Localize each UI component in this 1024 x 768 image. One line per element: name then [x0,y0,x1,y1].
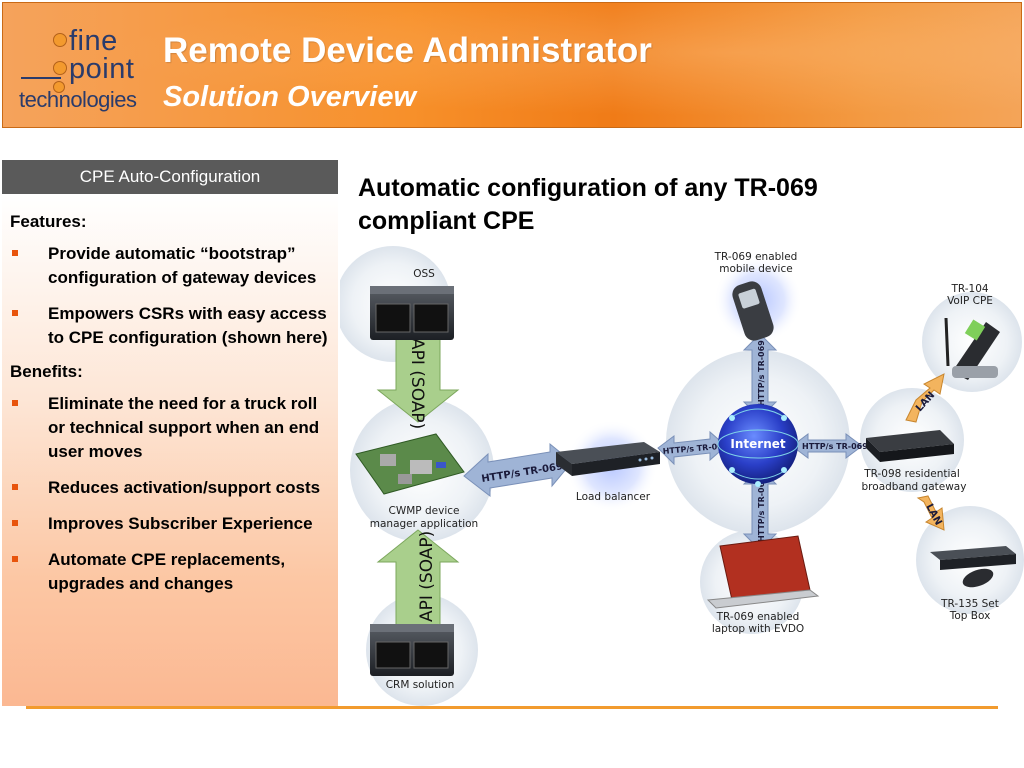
load-balancer-label: Load balancer [576,491,651,503]
logo-word-fine: fine [69,25,118,57]
http-arrow-internet-gateway: HTTP/s TR-069 [791,433,868,459]
http-label-gateway: HTTP/s TR-069 [802,442,868,451]
api-label-top: API (SOAP) [407,338,427,429]
voip-label-line1: TR-104 [950,283,988,295]
crm-label: CRM solution [386,679,455,691]
stb-label-line2: Top Box [949,610,991,622]
header-glow [3,3,1021,127]
laptop-label-line2: laptop with EVDO [712,623,804,635]
http-label-laptop: HTTP/s TR-069 [757,476,766,542]
http-arrow-lb-internet: HTTP/s TR-069 [657,430,729,466]
mobile-label-line2: mobile device [719,263,792,275]
api-label-bottom: API (SOAP) [417,531,437,622]
feature-item: Empowers CSRs with easy access to CPE co… [10,302,336,350]
internet-label: Internet [730,437,785,451]
laptop-icon [706,535,820,609]
cwmp-label-line1: CWMP device [389,505,460,517]
page-subtitle: Solution Overview [163,81,416,113]
sidebar-panel [2,194,338,706]
logo-line [21,77,61,79]
logo-dot [53,33,67,47]
cwmp-label-line2: manager application [370,518,478,530]
benefit-item: Automate CPE replacements, upgrades and … [10,548,336,596]
load-balancer-icon [556,442,660,476]
logo-dot [53,61,67,75]
logo-word-technologies: technologies [19,87,137,112]
crm-server-icon [370,624,454,676]
sidebar-content: Features: Provide automatic “bootstrap” … [10,212,336,608]
benefit-item: Eliminate the need for a truck roll or t… [10,392,336,464]
voip-phone-icon [944,317,1000,380]
benefit-item: Improves Subscriber Experience [10,512,336,536]
api-arrow-top: API (SOAP) [376,331,460,429]
gateway-label-line1: TR-098 residential [863,468,960,480]
sidebar-heading: CPE Auto-Configuration [2,160,338,194]
cwmp-board-icon [355,433,465,495]
oss-server-icon [370,286,454,340]
company-logo: fine point technologies [17,23,147,115]
network-diagram: API (SOAP) API (SOAP) HTTP/s TR-069 HTTP… [340,246,1024,706]
oss-label: OSS [413,268,435,280]
features-label: Features: [10,212,87,231]
benefits-label: Benefits: [10,362,83,381]
diagram-title: Automatic configuration of any TR-069 co… [358,174,818,235]
mobile-phone-icon [732,281,774,341]
mobile-label-line1: TR-069 enabled [714,251,798,263]
logo-dot [53,81,65,93]
page-title: Remote Device Administrator [163,31,652,70]
gateway-router-icon [866,430,954,462]
set-top-box-icon [930,546,1016,588]
lan-label-stb: LAN [923,502,943,527]
stb-label-line1: TR-135 Set [940,598,999,610]
laptop-label-line1: TR-069 enabled [716,611,800,623]
benefit-item: Reduces activation/support costs [10,476,336,500]
api-arrow-bottom: API (SOAP) [376,529,460,631]
logo-word-point: point [69,53,135,85]
gateway-label-line2: broadband gateway [862,481,967,493]
voip-bubble [922,292,1022,392]
internet-globe-icon [717,404,799,487]
feature-item: Provide automatic “bootstrap” configurat… [10,242,336,290]
http-label-mobile: HTTP/s TR-069 [757,340,766,406]
header-banner: fine point technologies Remote Device Ad… [2,2,1022,128]
footer-divider [26,706,998,709]
voip-label-line2: VoIP CPE [947,295,993,307]
